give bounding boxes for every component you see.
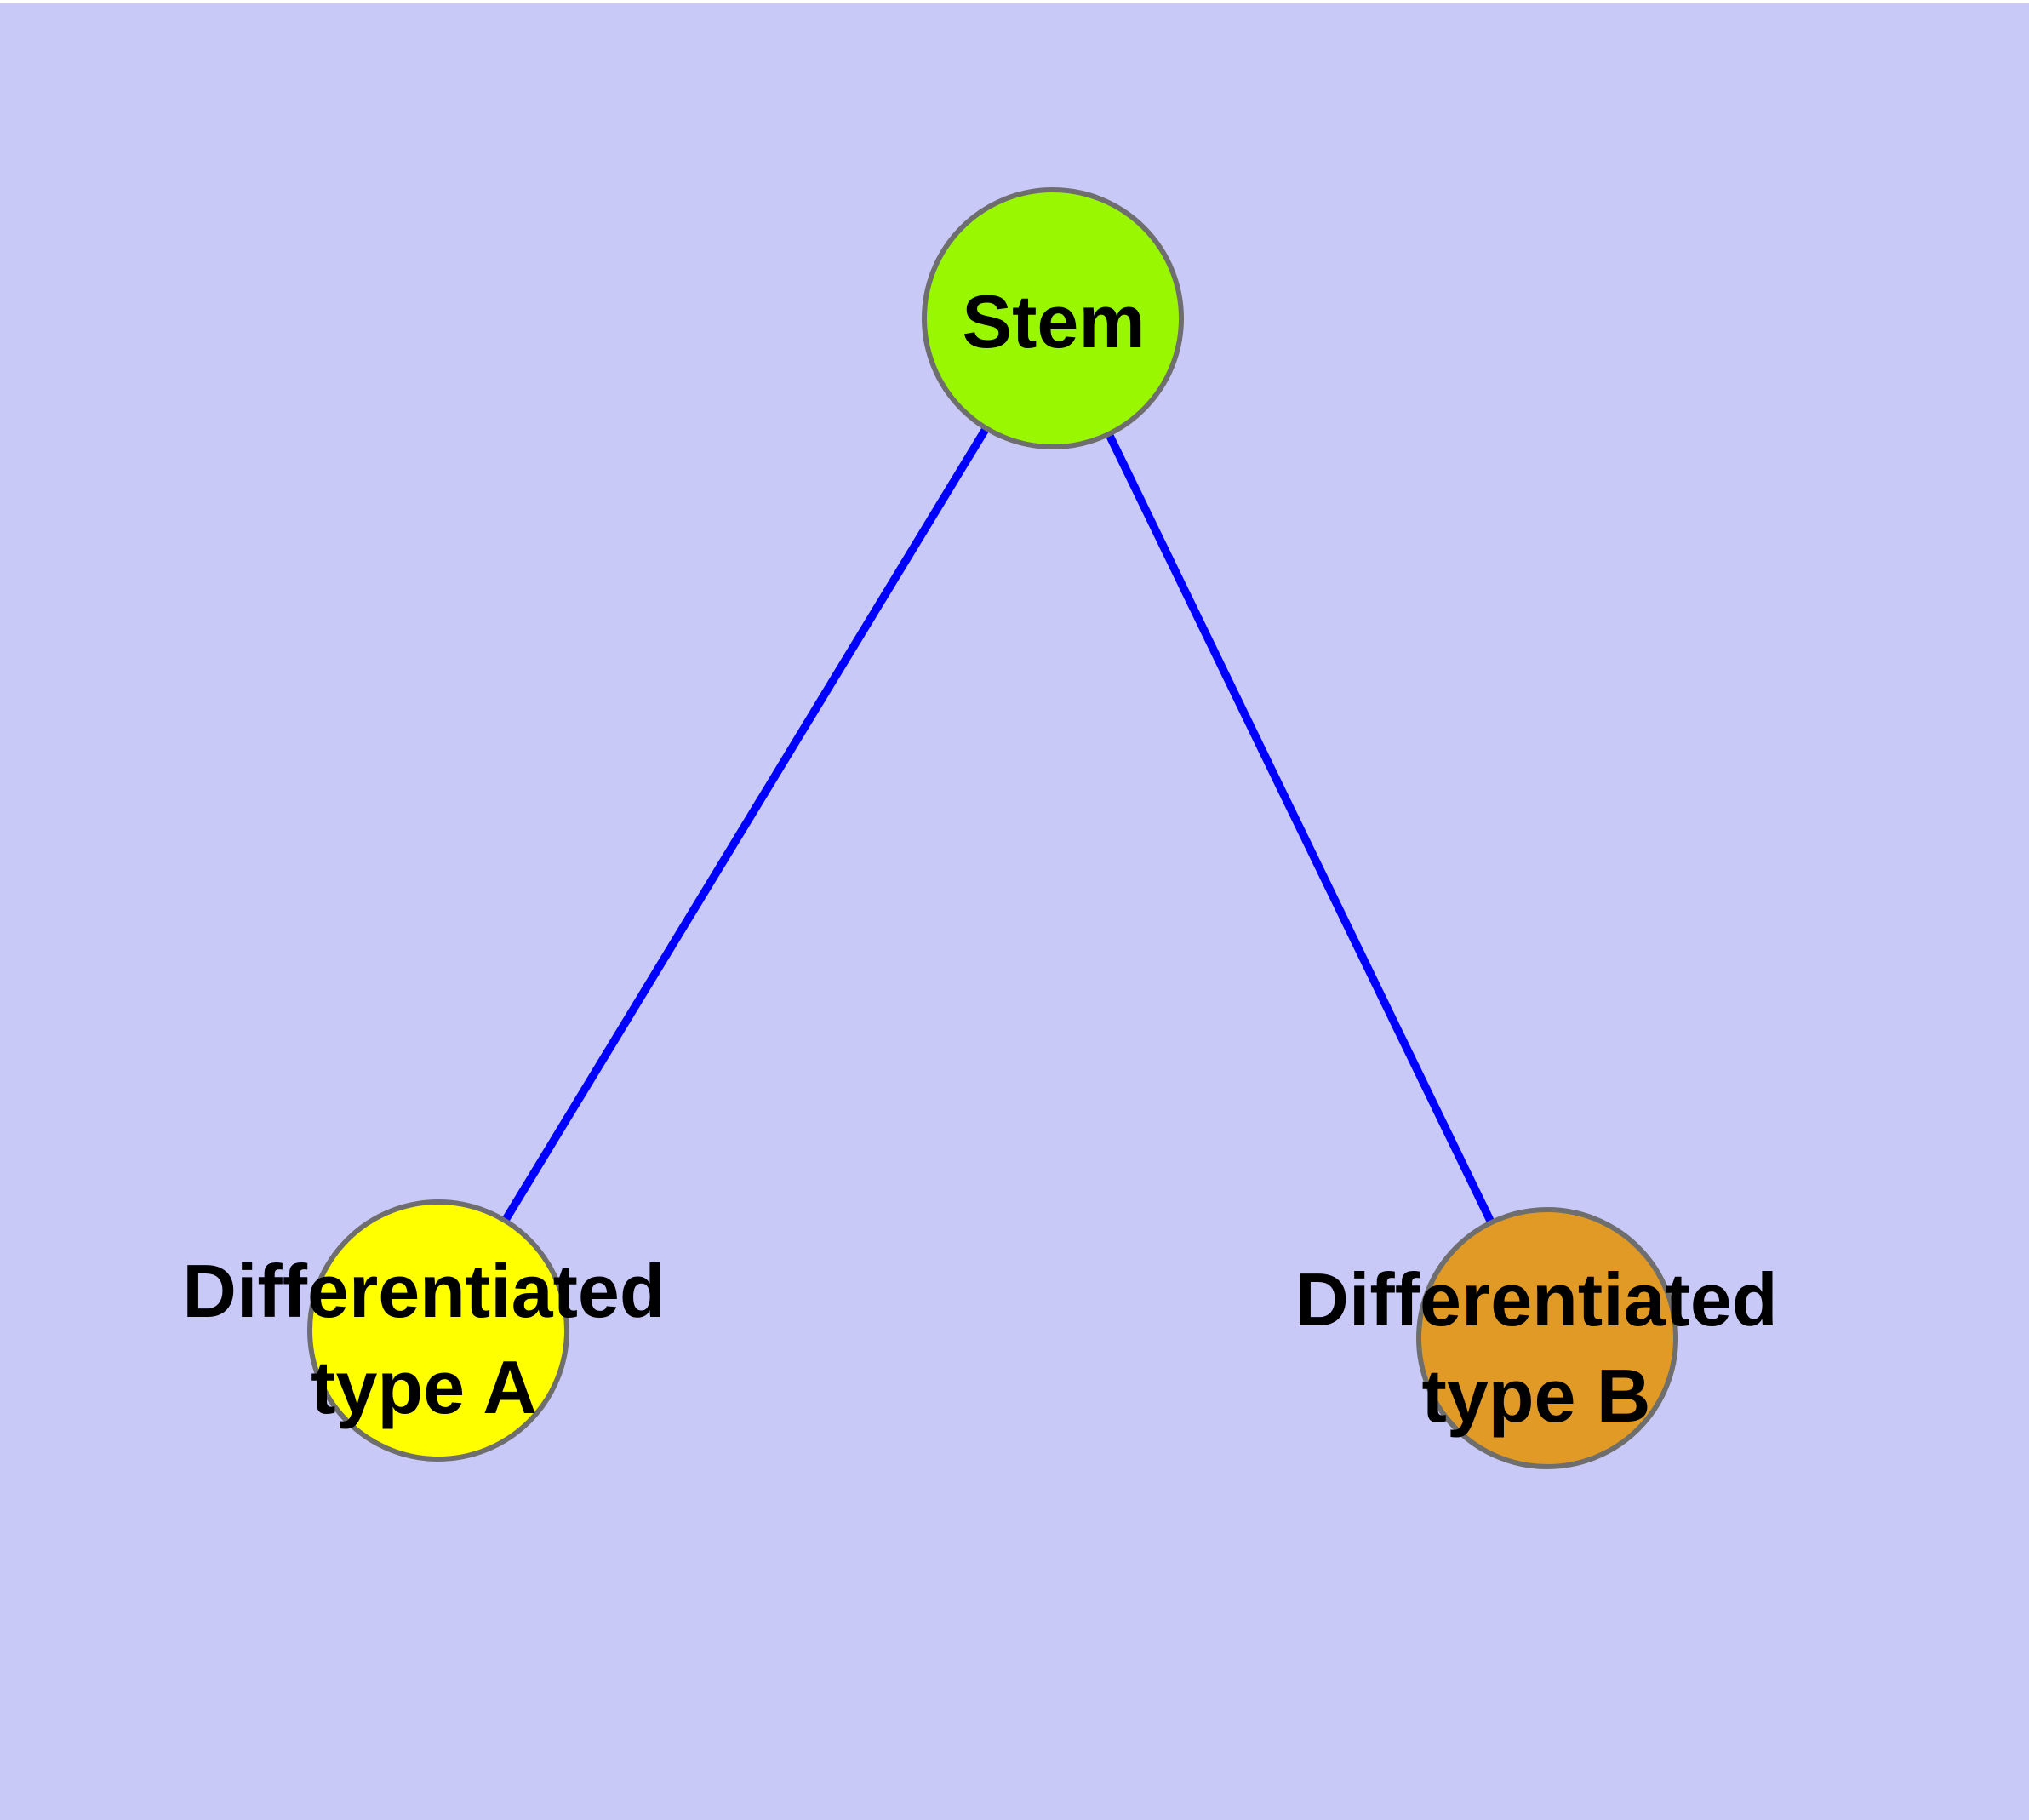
node-type-a-circle	[307, 1199, 569, 1462]
node-stem-label: Stem	[962, 279, 1145, 363]
node-type-b-circle	[1416, 1207, 1678, 1469]
edge-stem-to-type-a	[434, 316, 1057, 1333]
top-white-strip	[0, 0, 2029, 3]
node-type-b-label-line2: type B	[1422, 1354, 1651, 1438]
node-type-a-label-line1: Differentiated	[182, 1249, 665, 1333]
node-stem-circle	[922, 187, 1184, 449]
node-type-b-label-line1: Differentiated	[1295, 1257, 1777, 1342]
edge-stem-to-type-b	[1049, 316, 1552, 1341]
node-type-a-label-line2: type A	[311, 1345, 537, 1429]
